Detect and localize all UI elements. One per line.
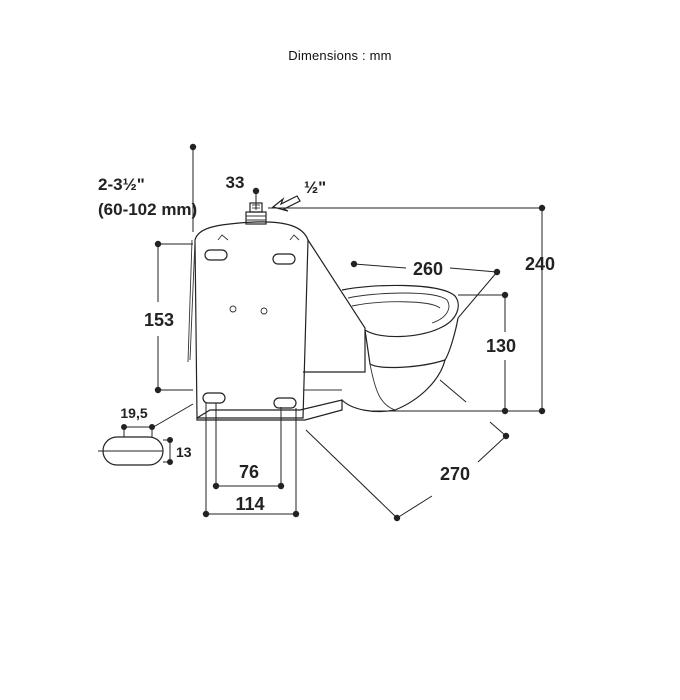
pipe-range-label: 2-3½" (98, 175, 145, 194)
side-bracket (303, 239, 366, 373)
slot-detail-leader (149, 403, 194, 430)
dim-13-label: 13 (176, 444, 192, 460)
plate-side-edge (187, 239, 196, 363)
dim-153-bottom-dot (154, 386, 162, 394)
pipe-range-dot (189, 143, 197, 151)
dim-19-5-label: 19,5 (120, 405, 147, 421)
bowl-lower-contour (369, 363, 396, 411)
mounting-plate (194, 221, 309, 419)
dim-240-label: 240 (525, 254, 555, 274)
page-title: Dimensions : mm (288, 48, 392, 63)
center-hole-left (229, 305, 237, 313)
dim-76-left-dot (212, 482, 220, 490)
dim-260-right-line (449, 267, 498, 273)
center-hole-right (260, 307, 268, 315)
dim-270-bottom-left (396, 495, 433, 519)
dim-13-bottom-dot (167, 459, 173, 465)
dim-130-bottom-dot (501, 407, 509, 415)
slot-bottom-right (273, 397, 297, 409)
dim-270-right-leader (439, 379, 467, 403)
plate-top-bevel (217, 234, 300, 241)
dim-130-label: 130 (486, 336, 516, 356)
dim-76-label: 76 (239, 462, 259, 482)
bowl-drawing (187, 202, 459, 421)
slot-bottom-left (202, 392, 226, 404)
dim-13-top-dot (167, 437, 173, 443)
bowl-rim (341, 284, 459, 338)
dim-33-label: 33 (226, 173, 245, 192)
dimension-labels: 2-3½" (60-102 mm) 33 ½" 260 240 153 130 … (98, 173, 555, 514)
dimension-lines (98, 143, 546, 522)
dim-270-right-dot (502, 432, 510, 440)
dim-114-label: 114 (235, 494, 264, 514)
pipe-range-mm-label: (60-102 mm) (98, 200, 197, 219)
dim-76-right-dot (277, 482, 285, 490)
foot-plate (196, 399, 343, 421)
dim-260-left-dot (350, 260, 358, 268)
dim-270-left-dot (393, 514, 401, 522)
dim-153-top-dot (154, 240, 162, 248)
dim-33-dot (252, 187, 260, 195)
slot-top-left (204, 249, 228, 261)
thread-arrow-icon (271, 195, 301, 212)
dim-270-label: 270 (440, 464, 470, 484)
dim-114-left-dot (202, 510, 210, 518)
slot-top-right (272, 253, 296, 265)
dim-260-left-line (353, 263, 407, 269)
thread-label: ½" (304, 178, 326, 197)
bowl-bottom (341, 359, 446, 413)
inlet-fitting (245, 202, 267, 225)
bowl-rim-inner (347, 292, 450, 324)
dim-270-right-ext (489, 421, 507, 437)
dim-114-right-dot (292, 510, 300, 518)
dim-260-label: 260 (413, 259, 443, 279)
dim-270-left-line (305, 429, 398, 519)
bowl-inner-water (351, 301, 441, 309)
dim-270-bottom-right (477, 435, 507, 463)
dim-153-label: 153 (144, 310, 174, 330)
